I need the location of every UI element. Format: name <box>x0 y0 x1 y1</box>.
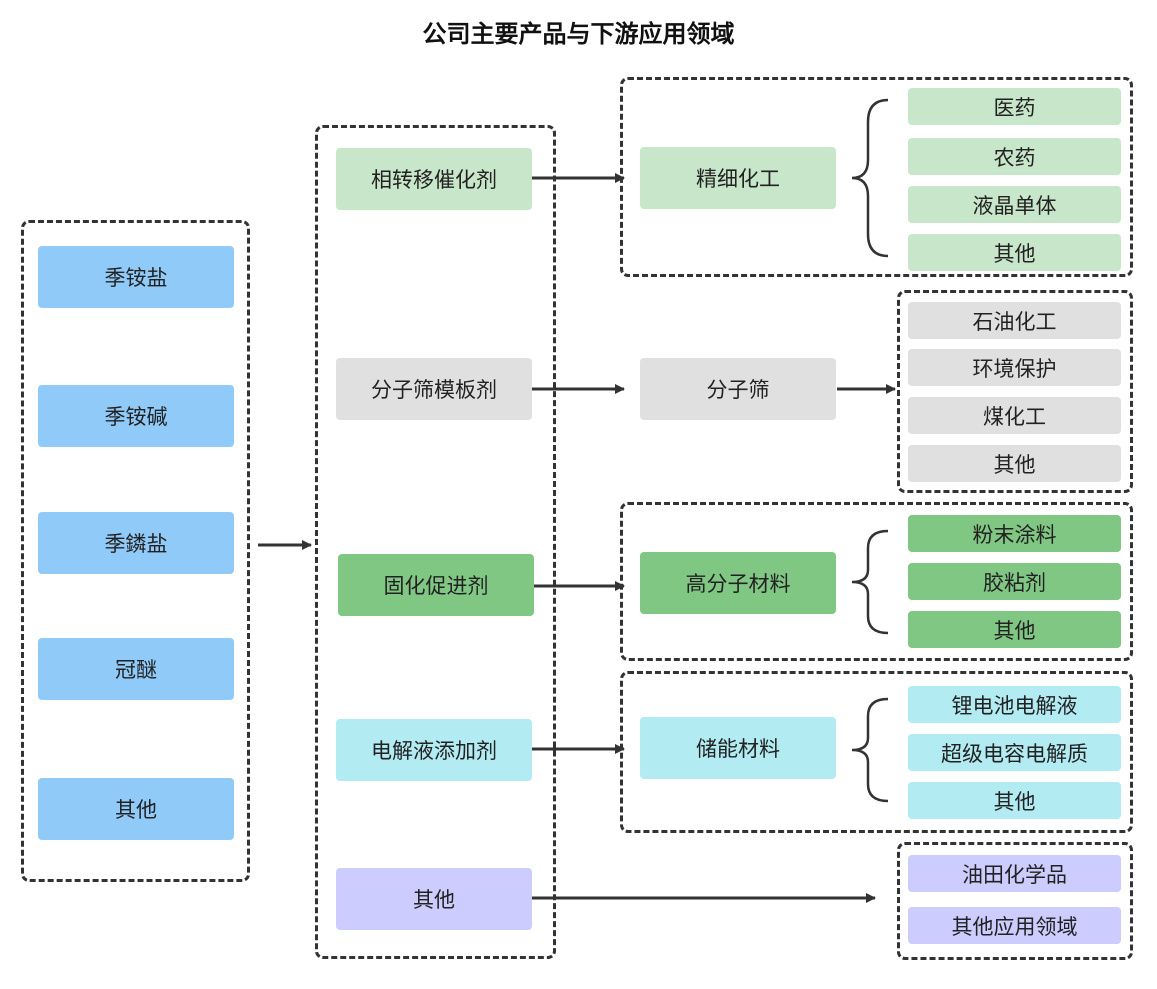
product-node: 季铵碱 <box>38 385 234 447</box>
application-node: 医药 <box>908 88 1121 125</box>
category-node-template: 分子筛模板剂 <box>336 358 532 420</box>
application-node: 其他 <box>908 782 1121 819</box>
category-node-electrolyte: 电解液添加剂 <box>336 719 532 781</box>
diagram-title: 公司主要产品与下游应用领域 <box>422 20 735 48</box>
intermediate-node-energy: 储能材料 <box>640 717 836 779</box>
products-group <box>21 220 250 882</box>
application-node: 其他 <box>908 234 1121 271</box>
product-node: 季鏻盐 <box>38 512 234 574</box>
application-node: 锂电池电解液 <box>908 686 1121 723</box>
application-node: 胶粘剂 <box>908 563 1121 600</box>
intermediate-node-fine-chemical: 精细化工 <box>640 147 836 209</box>
application-node: 煤化工 <box>908 397 1121 434</box>
application-node: 其他 <box>908 611 1121 648</box>
categories-group <box>315 125 556 959</box>
category-node-other: 其他 <box>336 868 532 930</box>
product-node: 冠醚 <box>38 638 234 700</box>
brace-polymer <box>851 529 889 635</box>
intermediate-node-polymer: 高分子材料 <box>640 552 836 614</box>
application-node: 其他 <box>908 445 1121 482</box>
intermediate-node-molecular-sieve: 分子筛 <box>640 358 836 420</box>
product-node: 季铵盐 <box>38 246 234 308</box>
application-node: 粉末涂料 <box>908 515 1121 552</box>
application-node: 液晶单体 <box>908 186 1121 223</box>
application-node: 环境保护 <box>908 349 1121 386</box>
product-node: 其他 <box>38 778 234 840</box>
brace-fine-chemical <box>851 98 889 258</box>
application-node: 石油化工 <box>908 302 1121 339</box>
application-node: 其他应用领域 <box>908 907 1121 944</box>
other-apps-group <box>897 842 1133 960</box>
category-node-ptc: 相转移催化剂 <box>336 148 532 210</box>
category-node-curing: 固化促进剂 <box>338 554 534 616</box>
application-node: 油田化学品 <box>908 855 1121 892</box>
application-node: 农药 <box>908 138 1121 175</box>
application-node: 超级电容电解质 <box>908 734 1121 771</box>
molecular-sieve-apps-group <box>897 290 1133 493</box>
brace-energy <box>851 697 889 803</box>
